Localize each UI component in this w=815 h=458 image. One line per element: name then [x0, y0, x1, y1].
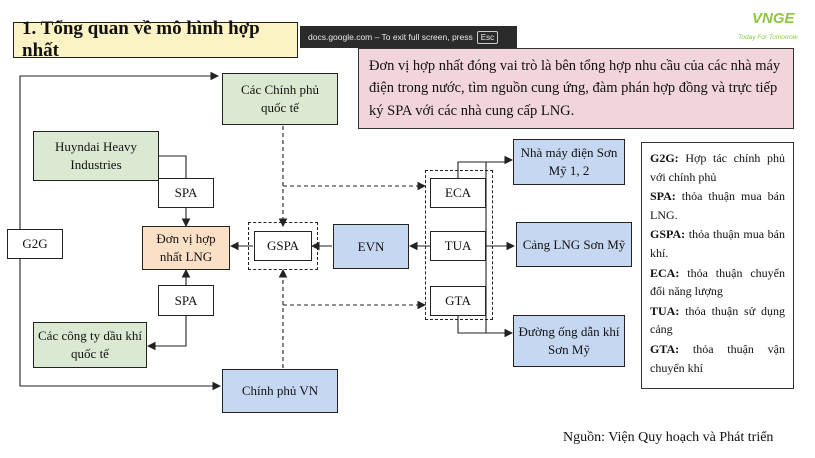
gta-to-pipeline	[457, 316, 514, 338]
fullscreen-banner-text: docs.google.com – To exit full screen, p…	[308, 32, 473, 42]
agreements-dashed-group	[425, 170, 493, 320]
logo-tagline: Today For Tomorrow	[738, 34, 798, 41]
node-son-my-lng-port: Cảng LNG Sơn Mỹ	[516, 222, 632, 267]
source-citation: Nguồn: Viện Quy hoạch và Phát triển	[563, 430, 774, 445]
g2g-line-to-vn-gov	[19, 254, 222, 391]
fullscreen-exit-banner: docs.google.com – To exit full screen, p…	[300, 26, 517, 48]
node-intl-oil-companies: Các công ty dầu khí quốc tế	[33, 322, 147, 368]
vnge-logo: VNGE Today For Tomorrow	[738, 10, 806, 44]
node-gta: GTA	[430, 286, 486, 316]
node-spa-bottom: SPA	[158, 285, 214, 316]
legend-item-gspa: GSPA: thỏa thuận mua bán khí.	[650, 227, 785, 260]
node-lng-consolidation-unit: Đơn vị hợp nhất LNG	[142, 226, 230, 270]
node-vn-government: Chính phủ VN	[222, 369, 338, 413]
esc-key-badge[interactable]: Esc	[476, 30, 499, 44]
legend-item-spa: SPA: thỏa thuận mua bán LNG.	[650, 189, 785, 222]
logo-wordmark: VNGE	[752, 10, 795, 27]
node-tua: TUA	[430, 231, 486, 261]
node-spa-top: SPA	[158, 178, 214, 208]
spa-bottom-to-oil-companies	[146, 316, 187, 351]
legend-item-g2g: G2G: Hợp tác chính phủ với chính phủ	[650, 151, 785, 184]
slide-title: 1. Tổng quan về mô hình hợp nhất	[13, 18, 298, 61]
legend-item-gta: GTA: thỏa thuận vận chuyển khí	[650, 341, 785, 375]
node-son-my-gas-pipeline: Đường ống dẫn khí Sơn Mỹ	[513, 315, 625, 367]
gspa-dashed-group	[248, 222, 318, 270]
node-intl-governments: Các Chính phủ quốc tế	[222, 73, 338, 125]
node-g2g: G2G	[7, 229, 63, 259]
node-evn: EVN	[333, 224, 409, 269]
node-gspa: GSPA	[254, 231, 312, 261]
g2g-line-to-intl-gov	[19, 71, 220, 244]
node-eca: ECA	[430, 178, 486, 208]
node-huyndai-heavy-industries: Huyndai Heavy Industries	[33, 131, 159, 181]
legend-item-tua: TUA: thỏa thuận sử dụng cảng	[650, 303, 785, 337]
abbreviation-legend: G2G: Hợp tác chính phủ với chính phủ SPA…	[641, 142, 794, 389]
legend-item-eca: ECA: thỏa thuận chuyển đổi năng lượng	[650, 265, 785, 299]
node-son-my-power-plants: Nhà máy điện Sơn Mỹ 1, 2	[513, 139, 625, 185]
description-callout: Đơn vị hợp nhất đóng vai trò là bên tổng…	[358, 48, 794, 129]
